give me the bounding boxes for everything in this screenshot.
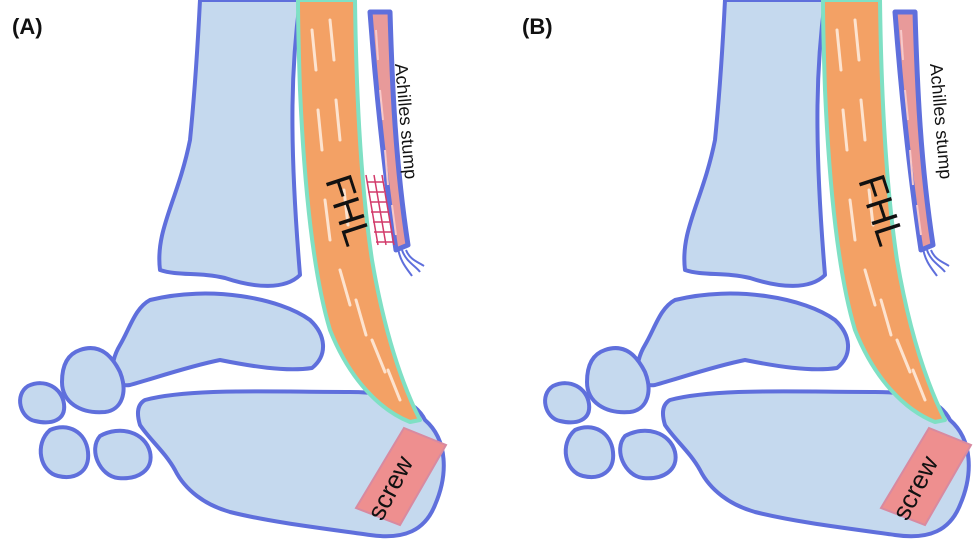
panel-a: FHL Achilles stump screw bbox=[20, 0, 446, 536]
panel-b: FHL Achilles stump screw bbox=[545, 0, 971, 536]
achilles-stump-label: Achilles stump bbox=[926, 63, 956, 180]
